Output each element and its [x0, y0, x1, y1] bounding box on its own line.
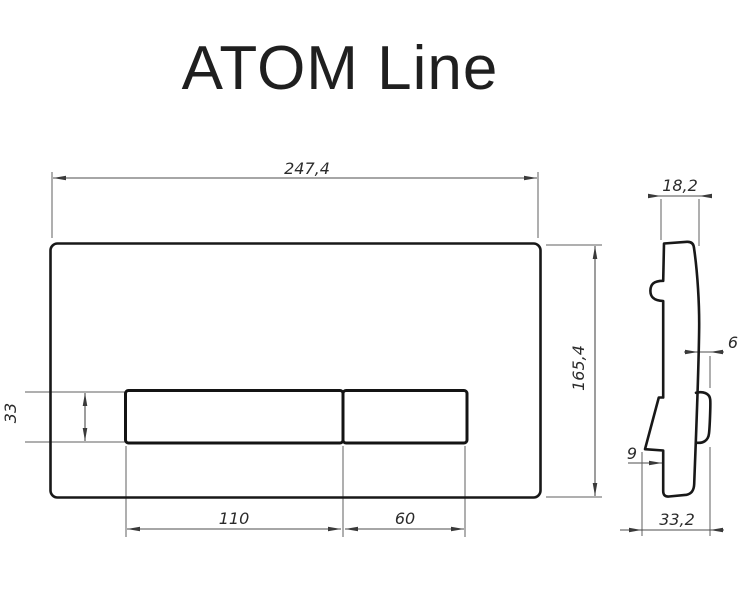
dim-label-plate-width: 247,4 [284, 159, 330, 178]
dim-depth-total: 33,2 [620, 447, 724, 536]
side-profile-outline [643, 240, 701, 498]
arrowhead [328, 526, 341, 532]
arrowhead [82, 393, 88, 406]
side-button-profile [694, 390, 712, 445]
dim-label-depth-total: 33,2 [659, 510, 695, 529]
arrowhead [710, 349, 723, 355]
big-flush-button [124, 389, 345, 445]
dim-label-hook-protrusion: 9 [627, 444, 637, 463]
arrowhead [53, 175, 66, 181]
plate-outline [49, 242, 542, 499]
dim-small-button-width: 60 [345, 446, 466, 537]
dim-plate-height: 165,4 [546, 244, 602, 498]
dim-label-small-button-width: 60 [395, 509, 415, 528]
dim-hook-protrusion: 9 [627, 444, 662, 466]
arrowhead [451, 526, 464, 532]
dim-label-plate-height: 165,4 [569, 345, 588, 391]
dim-label-button-protrusion: 6 [728, 333, 738, 352]
arrowhead [699, 193, 712, 199]
arrowhead [592, 246, 598, 259]
arrowhead [82, 428, 88, 441]
dim-depth-top: 18,2 [648, 176, 712, 246]
arrowhead [685, 349, 698, 355]
arrowhead [592, 483, 598, 496]
arrowhead [345, 526, 358, 532]
dim-label-depth-top: 18,2 [662, 176, 698, 195]
dim-button-height: 33 [1, 391, 125, 443]
dim-label-button-height: 33 [1, 403, 20, 423]
arrowhead [524, 175, 537, 181]
arrowhead [127, 526, 140, 532]
page-title: ATOM Line [181, 34, 499, 103]
side-view [643, 240, 712, 498]
small-flush-button [341, 389, 469, 445]
arrowhead [629, 527, 642, 533]
arrowhead [648, 193, 661, 199]
dim-button-protrusion: 6 [684, 333, 738, 388]
front-view [49, 242, 542, 499]
arrowhead [649, 460, 662, 466]
dim-label-big-button-width: 110 [219, 509, 250, 528]
dim-big-button-width: 110 [125, 446, 344, 537]
dim-plate-width: 247,4 [51, 159, 539, 238]
arrowhead [710, 527, 723, 533]
